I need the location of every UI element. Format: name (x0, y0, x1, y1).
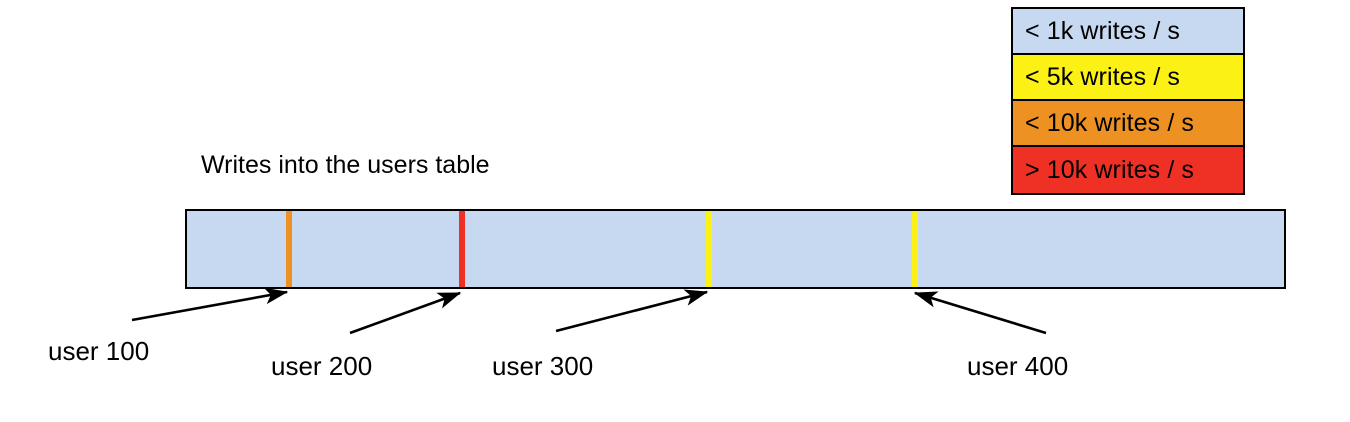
legend-item-3: > 10k writes / s (1013, 147, 1243, 193)
legend: < 1k writes / s < 5k writes / s < 10k wr… (1011, 7, 1245, 195)
stripe-user-300 (706, 211, 712, 287)
users-table-bar (185, 209, 1286, 289)
legend-item-1: < 5k writes / s (1013, 55, 1243, 101)
legend-item-label: > 10k writes / s (1025, 155, 1195, 184)
pointer-label-user-200: user 200 (271, 351, 373, 381)
legend-item-label: < 10k writes / s (1025, 108, 1195, 137)
arrow-user-400 (913, 291, 1047, 335)
pointer-label-user-300: user 300 (492, 351, 594, 381)
diagram-caption: Writes into the users table (201, 151, 490, 179)
stripe-user-100 (286, 211, 292, 287)
stripe-user-400 (912, 211, 918, 287)
legend-item-0: < 1k writes / s (1013, 9, 1243, 55)
legend-item-2: < 10k writes / s (1013, 101, 1243, 147)
arrow-user-100 (131, 287, 289, 322)
pointer-label-user-400: user 400 (967, 351, 1069, 381)
stripe-user-200 (459, 211, 465, 287)
pointer-label-user-100: user 100 (48, 336, 150, 366)
arrow-user-200 (349, 291, 462, 335)
arrow-user-300 (555, 289, 709, 333)
legend-item-label: < 1k writes / s (1025, 16, 1181, 45)
legend-item-label: < 5k writes / s (1025, 62, 1181, 91)
